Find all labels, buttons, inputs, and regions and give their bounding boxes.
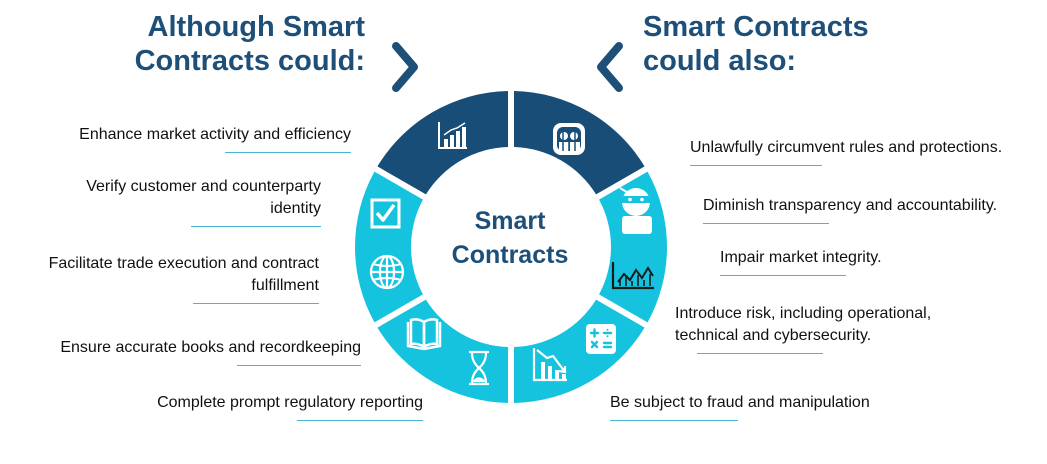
hourglass-icon [469,350,489,386]
right-item-5-text: Be subject to fraud and manipulation [610,394,870,411]
right-item-1-rule [690,165,822,166]
right-item-2-text: Diminish transparency and accountability… [703,197,998,214]
right-item-3-rule [720,275,846,276]
masked-figures-icon [553,123,585,155]
left-item-4: Ensure accurate books and recordkeeping [60,337,361,366]
heading-right-line-2: could also: [643,45,797,77]
right-item-3-text: Impair market integrity. [720,249,882,266]
right-item-1-text: Unlawfully circumvent rules and protecti… [690,139,1003,156]
left-item-3: Facilitate trade execution and contract … [49,253,319,304]
left-item-5-rule [297,420,423,421]
left-item-1: Enhance market activity and efficiency [79,124,351,153]
falling-line-chart-icon [611,262,654,290]
hacker-icon [619,187,652,234]
heading-right: Smart Contracts could also: [643,10,869,78]
right-item-2: Diminish transparency and accountability… [703,195,997,224]
left-item-2: Verify customer and counterparty identit… [86,176,321,227]
left-item-5: Complete prompt regulatory reporting [157,392,423,421]
left-item-3-text-line-1: Facilitate trade execution and contract [48,255,319,272]
left-item-1-rule [225,152,351,153]
left-item-2-text-line-2: identity [270,200,321,217]
chevron-right-icon [392,42,418,92]
center-label-line-2: Contracts [452,241,569,269]
right-item-2-rule [703,223,829,224]
left-item-5-text: Complete prompt regulatory reporting [157,394,423,411]
right-item-5: Be subject to fraud and manipulation [610,392,870,421]
segment-left-lower [355,171,423,323]
left-item-3-text-line-2: fulfillment [251,277,319,294]
left-item-2-rule [191,226,321,227]
checkbox-icon [370,198,401,229]
declining-bar-chart-icon [532,348,567,382]
left-item-4-rule [237,365,361,366]
right-item-4-rule [697,353,823,354]
right-item-3: Impair market integrity. [720,247,882,276]
heading-left-line-1: Although Smart [147,11,366,43]
left-item-3-rule [193,303,319,304]
heading-right-line-1: Smart Contracts [643,11,869,43]
right-item-1: Unlawfully circumvent rules and protecti… [690,137,1002,166]
open-book-icon [406,318,442,351]
segment-top-left [377,91,508,195]
center-label-line-1: Smart [475,207,547,235]
right-item-4-text-line-2: technical and cybersecurity. [675,327,872,344]
rising-bar-chart-icon [438,122,467,149]
heading-left-line-2: Contracts could: [134,45,365,77]
calculator-icon [586,324,616,354]
left-item-4-text: Ensure accurate books and recordkeeping [60,339,361,356]
heading-left: Although Smart Contracts could: [135,10,365,78]
left-item-2-text-line-1: Verify customer and counterparty [86,178,321,195]
right-item-5-rule [610,420,738,421]
chevron-left-icon [597,42,623,92]
left-item-1-text: Enhance market activity and efficiency [79,126,351,143]
right-item-4-text-line-1: Introduce risk, including operational, [675,305,932,322]
globe-icon [369,254,405,290]
right-item-4: Introduce risk, including operational, t… [675,303,931,354]
